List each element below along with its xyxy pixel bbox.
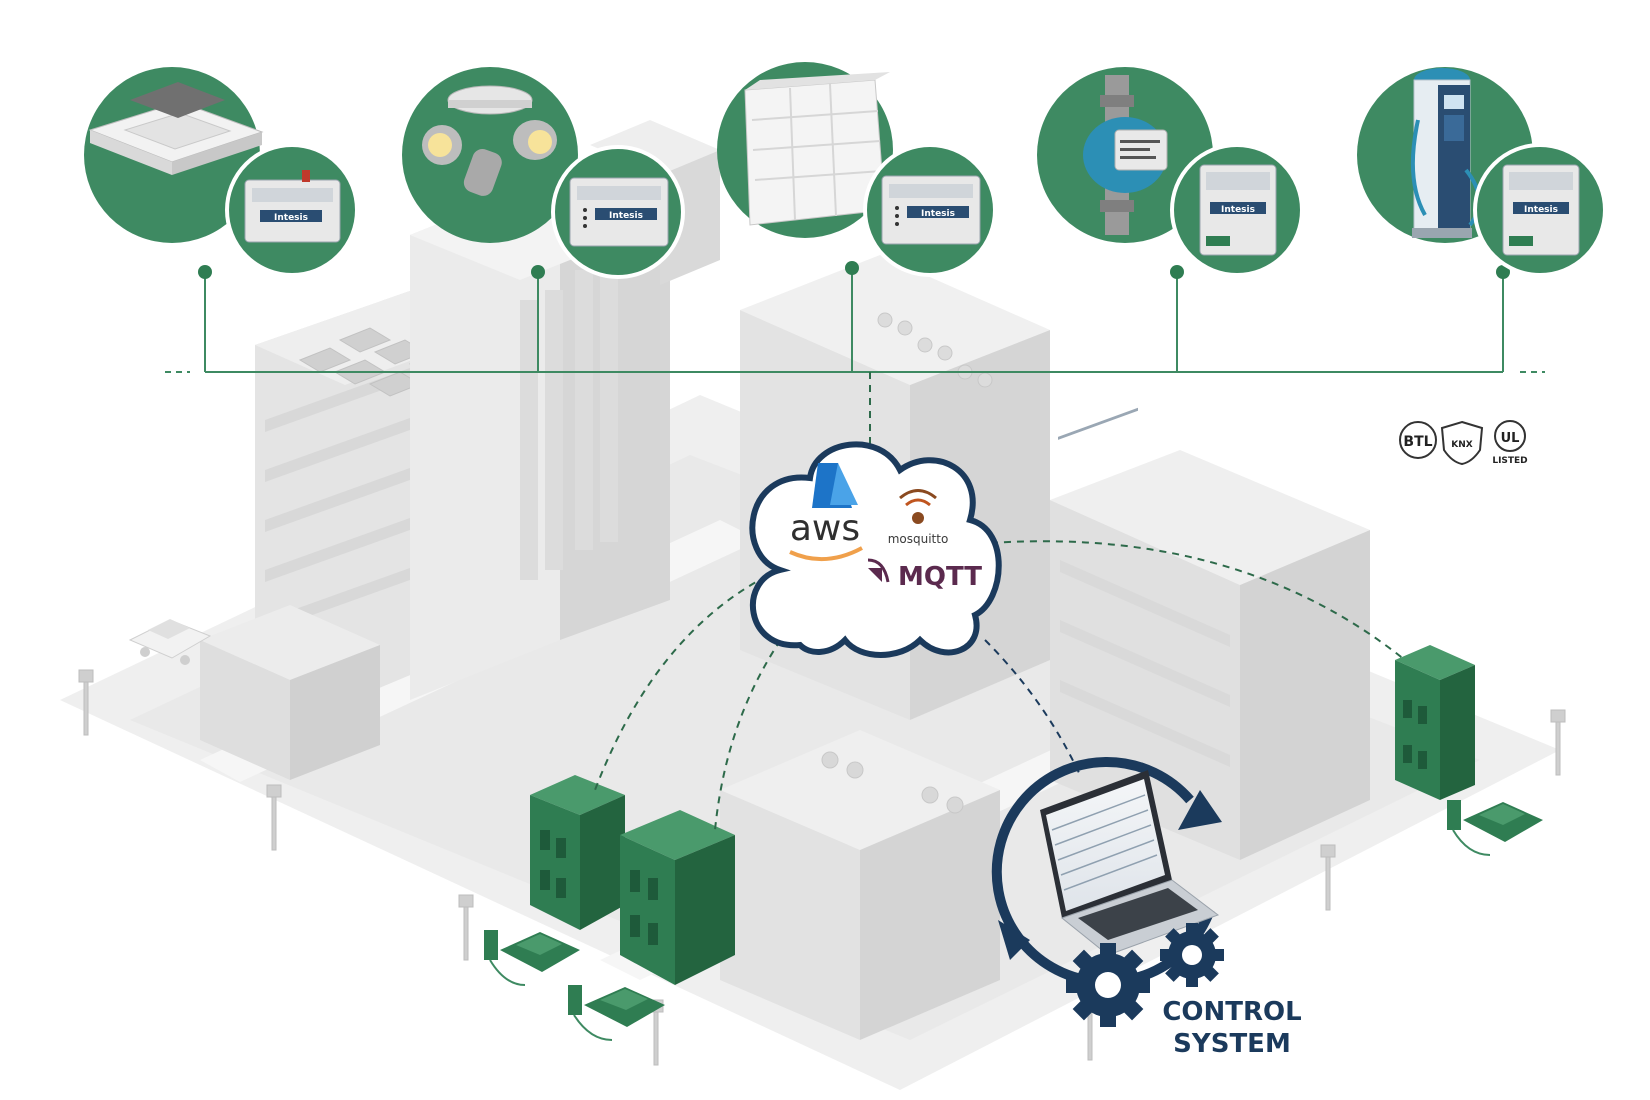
ev-charger-icon [1410, 68, 1482, 238]
gateway-label: Intesis [1524, 205, 1558, 215]
aws-smile-icon [789, 546, 863, 562]
water-meter-icon [1083, 75, 1168, 235]
ul-listed-text: LISTED [1492, 456, 1527, 466]
device-spotlight-fixture: Intesis [402, 67, 685, 279]
green-building-right [1395, 645, 1475, 800]
ac-cassette-icon [88, 82, 264, 175]
cloud-platforms: aws mosquitto MQTT [749, 441, 1002, 658]
gear-icon [1066, 943, 1150, 1027]
aws-logo-text: aws [790, 508, 860, 549]
mqtt-logo-text: MQTT [898, 562, 982, 592]
device-ev-charger: Intesis [1357, 67, 1607, 277]
cloud-to-control-link [984, 639, 1081, 776]
gateway-device-icon: Intesis [1502, 164, 1580, 256]
device-refrigerated-display: Intesis [717, 62, 997, 277]
mosquitto-icon [899, 489, 937, 524]
gateway-label: Intesis [609, 211, 643, 221]
laptop-icon [1040, 407, 1220, 956]
gateway-label: Intesis [1221, 205, 1255, 215]
ul-text: UL [1501, 431, 1520, 446]
control-system: CONTROL SYSTEM [991, 407, 1302, 1059]
cloud-links [594, 372, 1406, 831]
refrigerator-icon [744, 72, 890, 226]
control-system-line2: SYSTEM [1173, 1029, 1291, 1059]
spotlight-icon [422, 85, 557, 196]
device-water-meter: Intesis [1037, 67, 1304, 277]
btl-text: BTL [1403, 434, 1432, 450]
parked-car [128, 619, 212, 665]
ev-cars [484, 800, 1543, 1041]
btl-badge-icon: BTL [1399, 421, 1437, 459]
gateway-device-icon: Intesis [244, 170, 341, 243]
gear-icon [1160, 923, 1224, 987]
device-bus [165, 268, 1545, 373]
ul-badge-icon: UL LISTED [1492, 420, 1528, 466]
device-ceiling-cassette-ac: Intesis [84, 67, 359, 277]
gateway-label: Intesis [921, 209, 955, 219]
knx-badge-icon: KNX [1440, 420, 1484, 466]
gateway-device-icon: Intesis [1199, 164, 1277, 256]
gateway-label: Intesis [274, 213, 308, 223]
green-townhouses [530, 775, 735, 985]
gateway-device-icon: Intesis [569, 177, 669, 247]
mosquitto-logo-text: mosquitto [888, 532, 949, 546]
certification-badges: BTL KNX UL LISTED [1399, 420, 1528, 466]
control-system-line1: CONTROL [1162, 997, 1301, 1027]
bus-nodes [198, 261, 1510, 279]
knx-text: KNX [1451, 440, 1473, 450]
azure-icon [812, 463, 858, 508]
gateway-device-icon: Intesis [881, 175, 981, 245]
mqtt-icon [867, 558, 890, 583]
